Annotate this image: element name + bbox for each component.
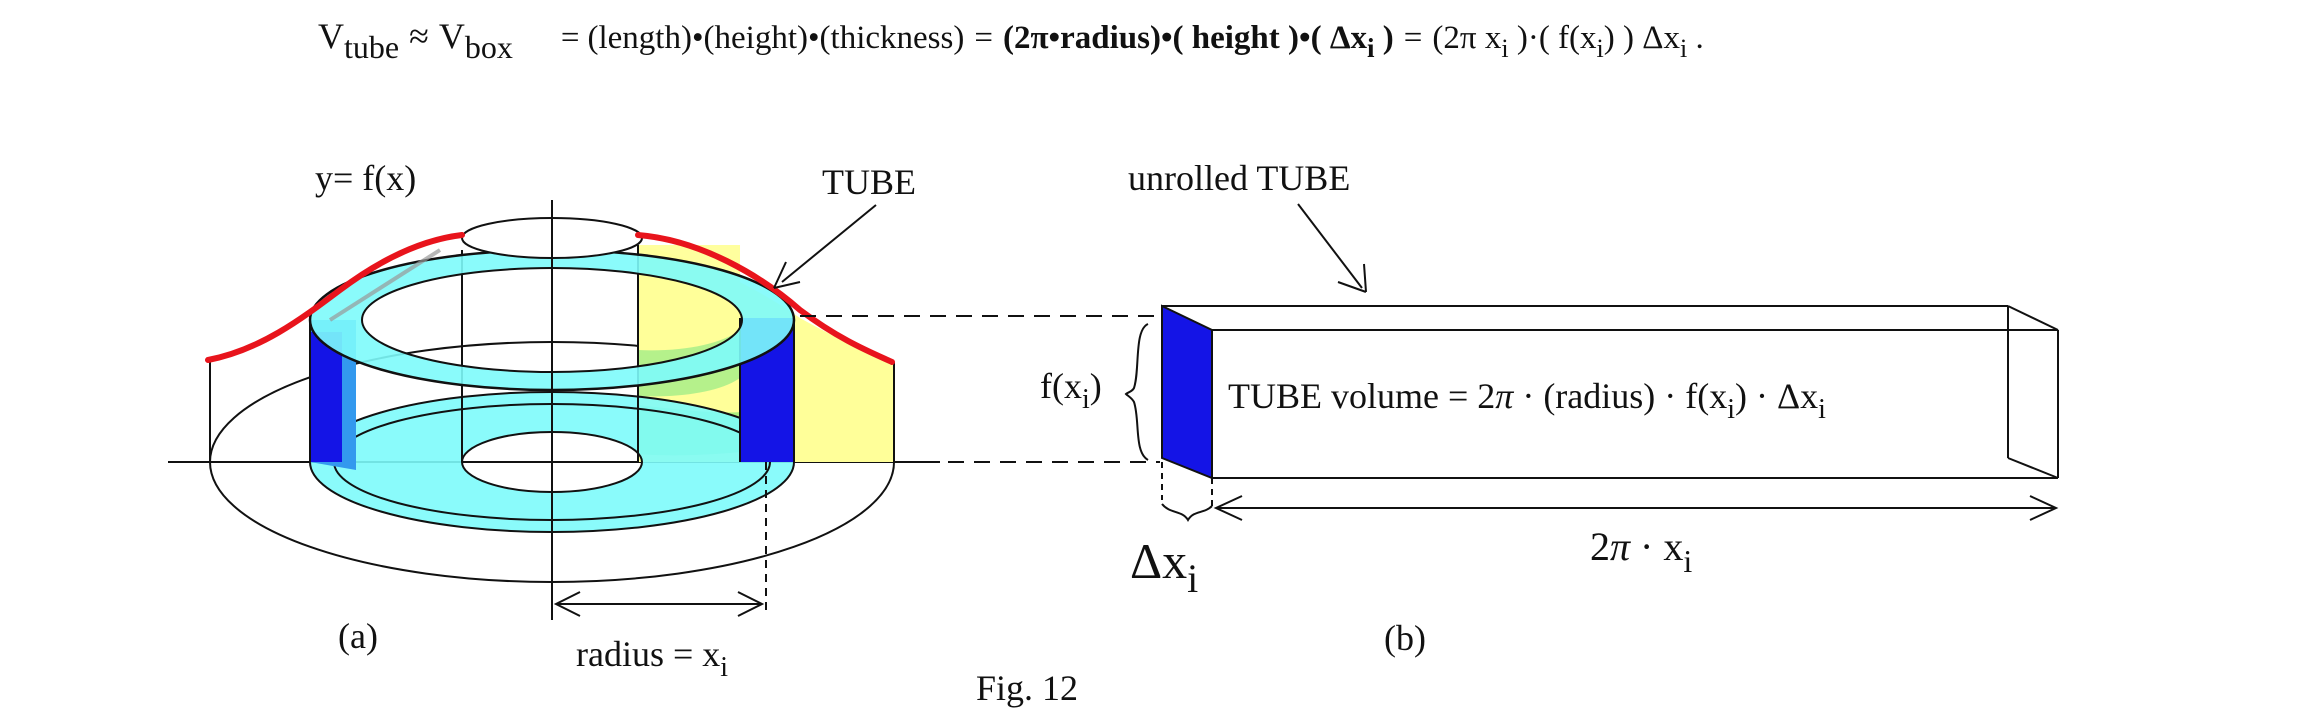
panel-a: y= f(x) TUBE radius = xi (a) bbox=[168, 158, 940, 683]
length-label: 2π · xi bbox=[1590, 524, 1692, 579]
figure-caption: Fig. 12 bbox=[976, 668, 1078, 708]
thickness-label: Δxi bbox=[1130, 533, 1198, 601]
box-right-bottom-edge bbox=[2007, 457, 2059, 479]
volume-label: TUBE volume = 2π · (radius) · f(xi) · Δx… bbox=[1228, 376, 1826, 425]
radius-arrow-head-left bbox=[553, 591, 581, 617]
volume-formula: Vtube≈Vbox=(length)•(height)•(thickness)… bbox=[318, 16, 1704, 65]
radius-arrow-head-right bbox=[737, 591, 765, 617]
unrolled-arrow-line bbox=[1297, 203, 1363, 289]
unrolled-arrow-head bbox=[1337, 263, 1367, 293]
height-brace bbox=[1124, 323, 1149, 461]
box-right-top-edge bbox=[2007, 305, 2059, 331]
tube-arrow-line bbox=[781, 204, 877, 283]
length-arrow-head-right bbox=[2029, 495, 2059, 521]
caption-a: (a) bbox=[338, 616, 378, 656]
function-label: y= f(x) bbox=[315, 158, 416, 198]
box-front-face bbox=[1161, 304, 1213, 480]
tube-arrow-head bbox=[773, 261, 801, 289]
unrolled-label: unrolled TUBE bbox=[1128, 158, 1350, 198]
caption-b: (b) bbox=[1384, 618, 1426, 658]
tube-bottom-ring bbox=[309, 391, 795, 533]
height-label: f(xi) bbox=[1040, 366, 1102, 415]
tube-label: TUBE bbox=[822, 162, 916, 202]
length-arrow-head-left bbox=[1213, 495, 1243, 521]
tube-left-dark bbox=[310, 332, 342, 462]
shine-line bbox=[328, 248, 442, 322]
panel-b: unrolled TUBE f(xi) TUBE volume = 2π · (… bbox=[1040, 158, 2059, 658]
function-curve bbox=[205, 232, 895, 365]
radius-label: radius = xi bbox=[576, 634, 728, 683]
thickness-brace bbox=[1161, 503, 1213, 522]
